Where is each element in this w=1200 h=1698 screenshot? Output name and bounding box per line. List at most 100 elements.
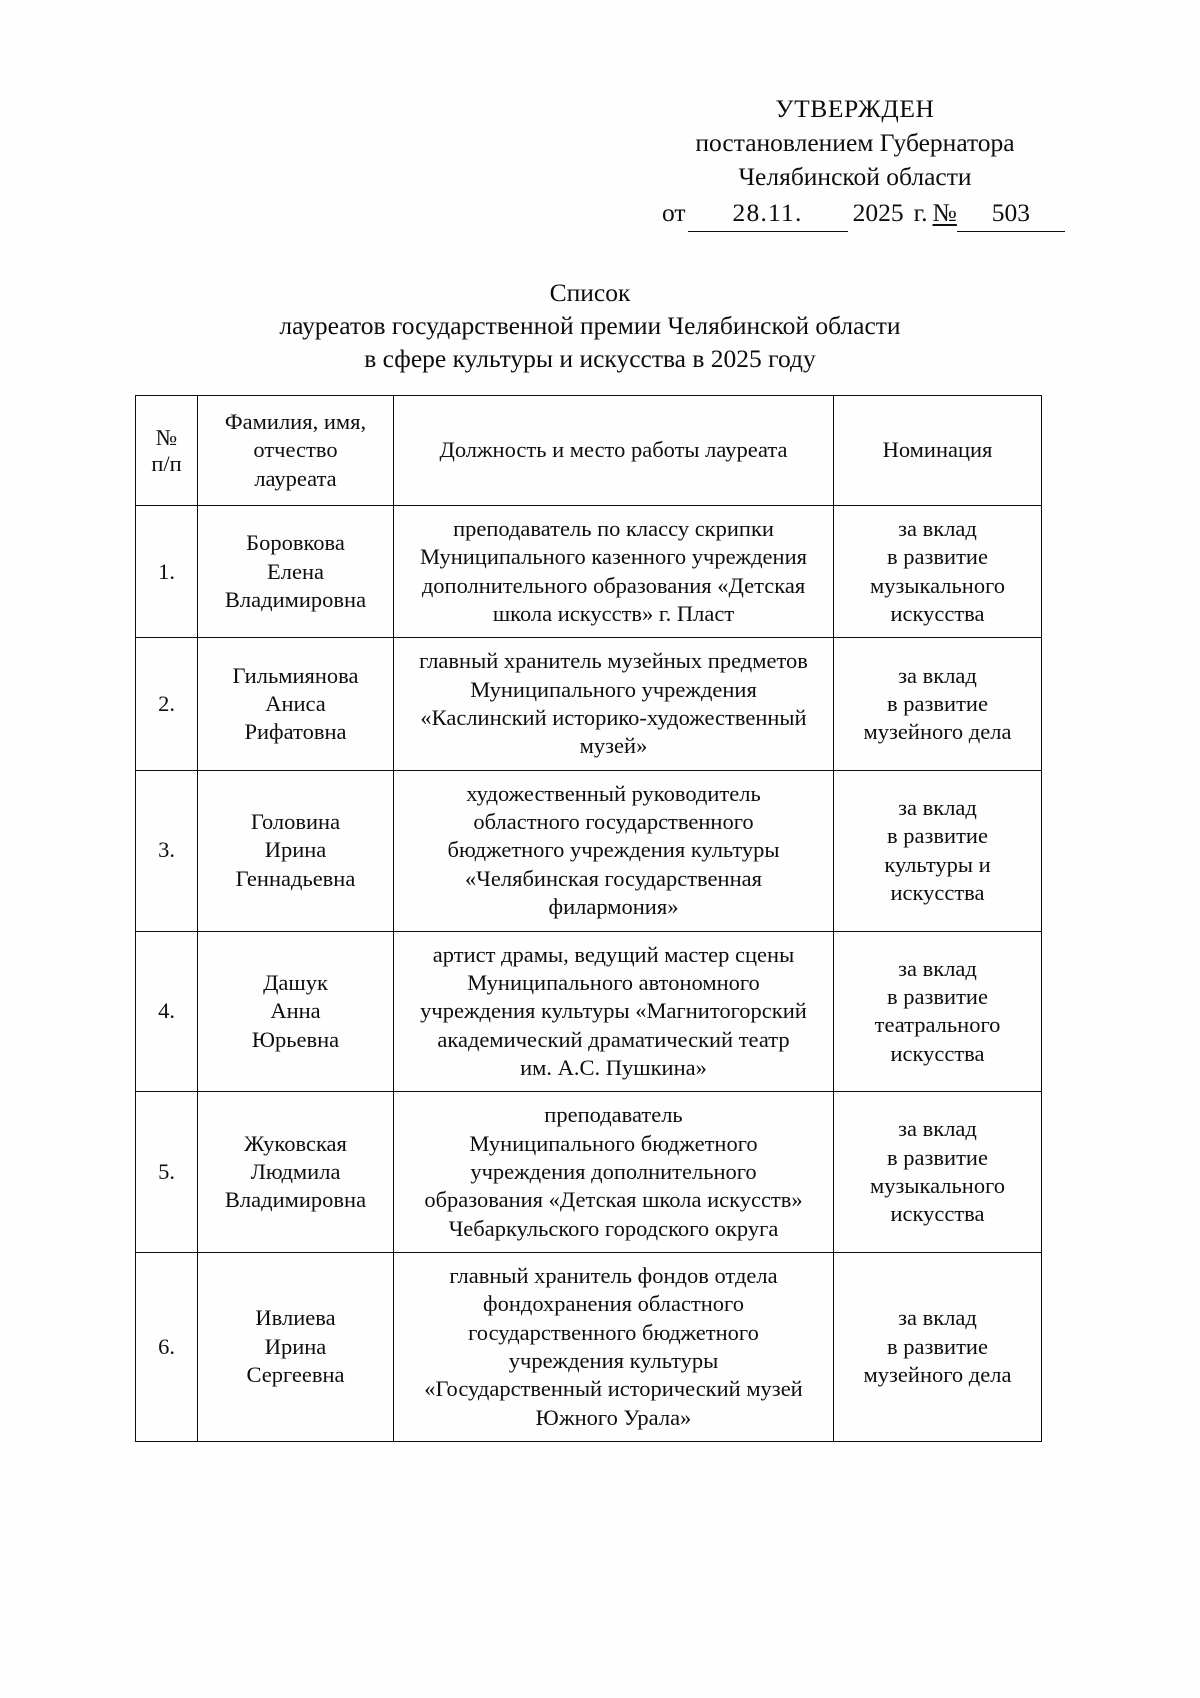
column-header-name-line1: Фамилия, имя, bbox=[224, 409, 367, 434]
approval-line-3: Челябинской области bbox=[738, 161, 972, 191]
laureates-table-wrapper: № п/п Фамилия, имя, отчество лауреата До… bbox=[135, 394, 1042, 1443]
date-value: 28.11. bbox=[687, 196, 848, 232]
laureate-name-line-1: Жуковская bbox=[244, 1130, 347, 1156]
laureate-nomination-line-4: искусства bbox=[890, 879, 985, 905]
laureate-nomination-line-1: за вклад bbox=[898, 1116, 977, 1142]
laureate-name-line-2: Ирина bbox=[264, 837, 327, 863]
laureate-position-line-1: художественный руководитель bbox=[466, 780, 761, 806]
laureate-nomination-line-2: в развитие bbox=[887, 823, 988, 849]
laureate-nomination-line-3: музейного дела bbox=[863, 1362, 1012, 1388]
column-header-number-line1: № bbox=[155, 425, 178, 451]
laureate-position-line-5: филармония» bbox=[548, 894, 679, 920]
laureate-nomination-line-2: в развитие bbox=[887, 984, 988, 1010]
approval-line-2: постановлением Губернатора bbox=[695, 127, 1015, 157]
laureate-nomination-line-2: в развитие bbox=[887, 544, 988, 570]
laureate-nomination-line-3: музыкального bbox=[870, 572, 1005, 598]
row-number: 3. bbox=[135, 769, 198, 932]
laureates-table: № п/п Фамилия, имя, отчество лауреата До… bbox=[135, 394, 1042, 1443]
laureate-name-line-2: Елена bbox=[267, 558, 324, 584]
laureate-position-line-1: главный хранитель музейных предметов bbox=[419, 648, 808, 674]
laureate-name-line-2: Людмила bbox=[250, 1158, 341, 1184]
approval-heading: УТВЕРЖДЕН bbox=[775, 94, 935, 123]
column-header-name-line3: лауреата bbox=[254, 465, 337, 491]
page-title: Список лауреатов государственной премии … bbox=[130, 276, 1050, 375]
laureate-name-line-2: Анна bbox=[270, 998, 321, 1024]
laureate-name-line-3: Юрьевна bbox=[251, 1026, 340, 1052]
laureate-name-line-2: Аниса bbox=[265, 690, 326, 716]
laureate-position-line-1: преподаватель bbox=[544, 1102, 683, 1128]
column-header-position: Должность и место работы лауреата bbox=[393, 394, 834, 507]
laureate-nomination-line-4: искусства bbox=[890, 601, 985, 627]
laureate-nomination-line-3: культуры и bbox=[884, 851, 991, 877]
approval-date-line: от 28.11. 2025 г. № 503 bbox=[640, 196, 1070, 232]
laureate-name-line-3: Сергеевна bbox=[246, 1362, 345, 1388]
laureate-nomination-line-2: в развитие bbox=[887, 1333, 988, 1359]
laureate-name-line-2: Ирина bbox=[264, 1333, 327, 1359]
laureate-position-line-3: бюджетного учреждения культуры bbox=[447, 837, 780, 863]
table-header-row: № п/п Фамилия, имя, отчество лауреата До… bbox=[135, 394, 1042, 507]
laureate-nomination-line-4: искусства bbox=[890, 1201, 985, 1227]
year-suffix: г. bbox=[913, 197, 928, 227]
row-number: 4. bbox=[135, 930, 198, 1093]
laureate-position-line-2: Муниципального казенного учреждения bbox=[420, 544, 807, 570]
laureate-position-line-3: «Каслинский историко-художественный bbox=[420, 705, 807, 731]
laureate-nomination-line-1: за вклад bbox=[898, 955, 977, 981]
title-line-3: в сфере культуры и искусства в 2025 году bbox=[364, 344, 816, 374]
laureate-nomination-line-3: театрального bbox=[874, 1012, 1001, 1038]
laureate-nomination-line-4: искусства bbox=[890, 1040, 985, 1066]
laureate-name-line-3: Геннадьевна bbox=[235, 865, 356, 891]
row-number: 6. bbox=[135, 1251, 198, 1443]
row-number: 5. bbox=[135, 1091, 198, 1253]
laureate-nomination-line-3: музыкального bbox=[870, 1173, 1005, 1199]
number-value: 503 bbox=[956, 196, 1065, 232]
date-label: от bbox=[662, 197, 686, 227]
number-sign-icon: № bbox=[932, 197, 957, 227]
laureate-name-line-3: Владимировна bbox=[224, 1187, 367, 1213]
row-number: 1. bbox=[135, 505, 198, 639]
laureate-nomination-line-3: музейного дела bbox=[863, 719, 1012, 745]
laureate-position-line-2: областного государственного bbox=[473, 809, 754, 835]
laureate-name-line-1: Ивлиева bbox=[255, 1305, 336, 1331]
laureate-position-line-1: артист драмы, ведущий мастер сцены bbox=[432, 941, 795, 967]
column-header-number-line2: п/п bbox=[151, 450, 182, 476]
laureate-name-line-1: Дашук bbox=[263, 969, 328, 995]
column-header-nomination: Номинация bbox=[833, 394, 1042, 507]
laureate-position-line-4: «Челябинская государственная bbox=[465, 865, 762, 891]
title-line-1: Список bbox=[549, 278, 631, 307]
laureate-name-line-3: Владимировна bbox=[224, 586, 367, 612]
laureate-nomination-line-2: в развитие bbox=[887, 690, 988, 716]
laureate-position-line-5: Чебаркульского городского округа bbox=[448, 1215, 779, 1241]
laureate-position-line-5: им. А.С. Пушкина» bbox=[520, 1054, 707, 1080]
laureate-position-line-4: академический драматический театр bbox=[437, 1026, 790, 1052]
laureate-position-line-3: дополнительного образования «Детская bbox=[421, 572, 806, 598]
row-number: 2. bbox=[135, 637, 198, 771]
laureate-position-line-1: преподаватель по классу скрипки bbox=[453, 516, 774, 542]
year-value: 2025 bbox=[852, 197, 904, 227]
laureate-position: художественный руководитель областного го… bbox=[393, 769, 834, 932]
laureate-name-line-3: Рифатовна bbox=[244, 719, 347, 745]
laureate-position-line-3: учреждения культуры «Магнитогорский bbox=[420, 998, 807, 1024]
laureate-position-line-3: государственного бюджетного bbox=[468, 1319, 759, 1345]
column-header-name-line2: отчество bbox=[253, 437, 338, 463]
laureate-nomination-line-2: в развитие bbox=[887, 1144, 988, 1170]
